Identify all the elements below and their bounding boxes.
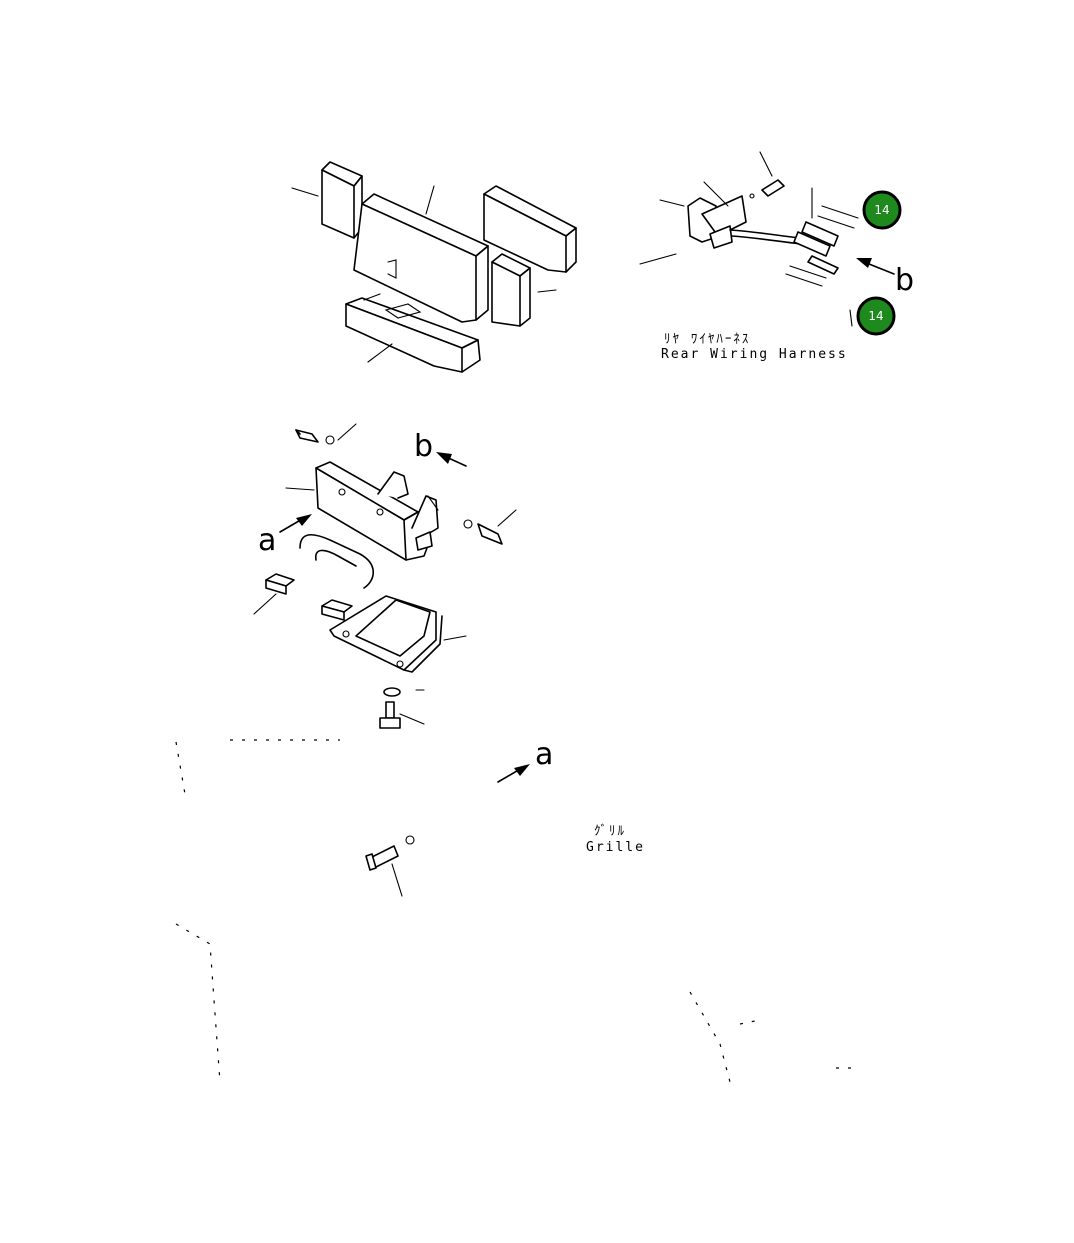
view-label-b-right: b — [895, 263, 914, 298]
view-label-b-left: b — [414, 429, 433, 464]
caption-harness-en: Rear Wiring Harness — [661, 347, 848, 362]
caption-grille-en: Grille — [586, 840, 645, 855]
caption-grille-jp: ｸﾞﾘﾙ — [594, 824, 626, 839]
view-label-a-lower: a — [535, 737, 553, 772]
view-label-a-left: a — [258, 523, 276, 558]
pad-assembly — [291, 161, 577, 373]
grille-area — [175, 739, 860, 1083]
callout-14-top-label: 14 — [874, 203, 889, 217]
callout-14-top[interactable]: 14 — [862, 190, 902, 230]
callout-14-bottom[interactable]: 14 — [856, 296, 896, 336]
bracket-assembly — [253, 423, 517, 729]
callout-14-bottom-label: 14 — [868, 309, 883, 323]
switch-harness-assembly — [639, 151, 895, 327]
caption-harness-jp: ﾘﾔ ﾜｲﾔﾊｰﾈｽ — [664, 332, 750, 347]
